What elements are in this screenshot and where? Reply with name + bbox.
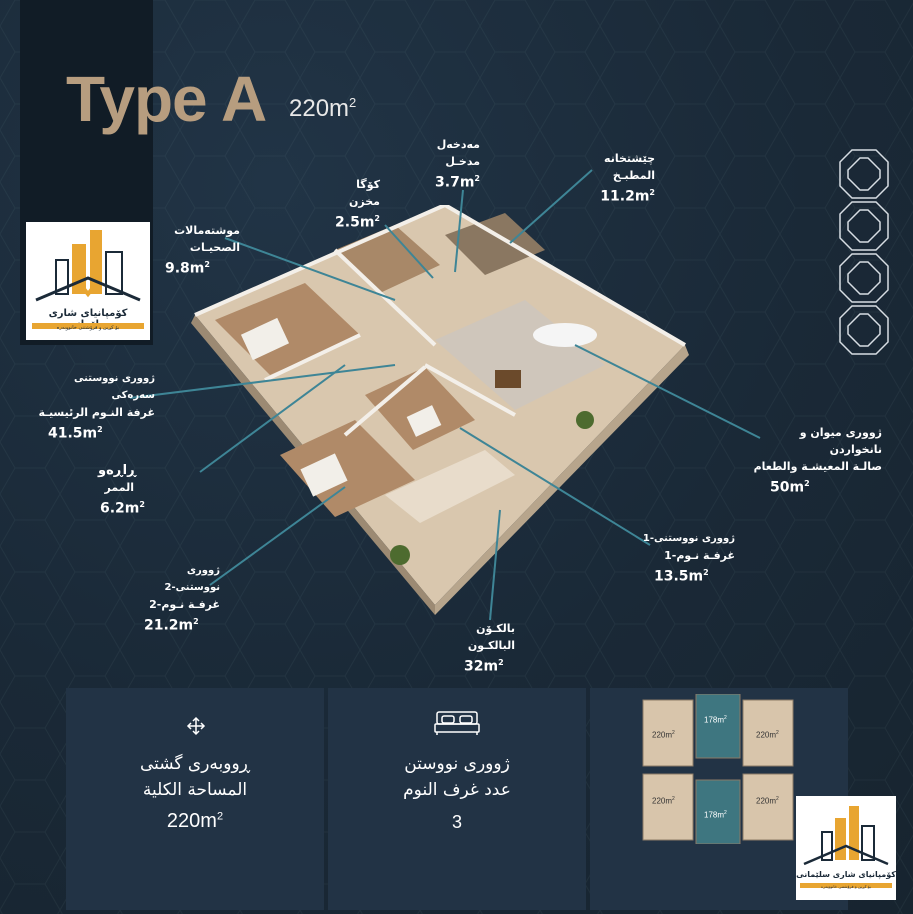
- bedrooms-arabic: عدد غرف النوم: [403, 780, 511, 800]
- move-arrows-icon: [186, 716, 206, 736]
- company-tagline: بۆ کڕین و فرۆشتنی خانووبەرە: [56, 325, 120, 331]
- bedrooms-kurdish: ژووری نووستن: [404, 754, 510, 774]
- bed-icon: [434, 711, 480, 735]
- bedroom1-floor: [365, 367, 475, 450]
- unit-label: 178m2: [704, 715, 727, 725]
- living-floor: [435, 300, 605, 410]
- room-label-entrance: مەدخەل مدخـل 3.7m2: [435, 138, 480, 191]
- building-logo-icon: [35, 230, 141, 302]
- total-area-arabic: المساحة الكلية: [142, 780, 248, 800]
- unit-label: 178m2: [704, 810, 727, 820]
- building-logo-icon: [803, 806, 889, 866]
- unit-label: 220m2: [756, 796, 779, 806]
- room-label-bedroom2: ژووری نووستنی-2 غرفـة نـوم-2 21.2m2: [144, 565, 220, 634]
- title-area: 220m2: [289, 95, 357, 122]
- unit-label: 220m2: [652, 730, 675, 740]
- bedrooms-card: ژووری نووستن عدد غرف النوم 3: [328, 688, 586, 910]
- floor-plan-3d: [191, 205, 689, 615]
- unit-label: 220m2: [756, 730, 779, 740]
- unit-label: 220m2: [652, 796, 675, 806]
- room-label-bathrooms: موشتەمالات الصحيـات 9.8m2: [165, 224, 240, 277]
- company-name-small: کۆمپانیای شاری سلێمانی: [796, 870, 896, 879]
- company-logo: کۆمپانیای شاری سلێمانی بۆ کڕین و فرۆشتنی…: [26, 222, 150, 340]
- room-label-balcony: بالکـۆن البالكـون 32m2: [464, 622, 515, 675]
- total-area-card: ڕووبەری گشتی المساحة الكلية 220m2: [66, 688, 324, 910]
- room-label-bedroom1: ژووری نووستنی-1 غرفـة نـوم-1 13.5m2: [642, 533, 735, 585]
- room-label-storage: کۆگا مخزن 2.5m2: [335, 178, 380, 231]
- room-label-corridor: ڕاڕەو الممر 6.2m2: [98, 463, 145, 517]
- bedrooms-value: 3: [451, 812, 462, 832]
- balcony-floor: [385, 450, 515, 523]
- octagon-ornament-icon: [839, 149, 889, 355]
- room-label-master-bedroom: ژووری نووستنی سەرەکی غرفة النـوم الرئيسي…: [38, 373, 155, 442]
- room-label-living: ژووری میوان و نانخواردن صالـة المعيشـة و…: [753, 426, 882, 496]
- total-area-value: 220m2: [166, 810, 224, 832]
- company-tagline-small: بۆ کڕین و فرۆشتنی خانووبەرە: [821, 884, 871, 889]
- total-area-kurdish: ڕووبەری گشتی: [139, 754, 251, 774]
- page-title: Type A: [66, 63, 267, 135]
- company-logo-small: کۆمپانیای شاری سلێمانی بۆ کڕین و فرۆشتنی…: [796, 796, 896, 900]
- room-label-kitchen: چێشتخانە المطبـخ 11.2m2: [600, 152, 655, 205]
- kitchen-floor: [445, 213, 545, 275]
- building-keyplan: [642, 694, 794, 844]
